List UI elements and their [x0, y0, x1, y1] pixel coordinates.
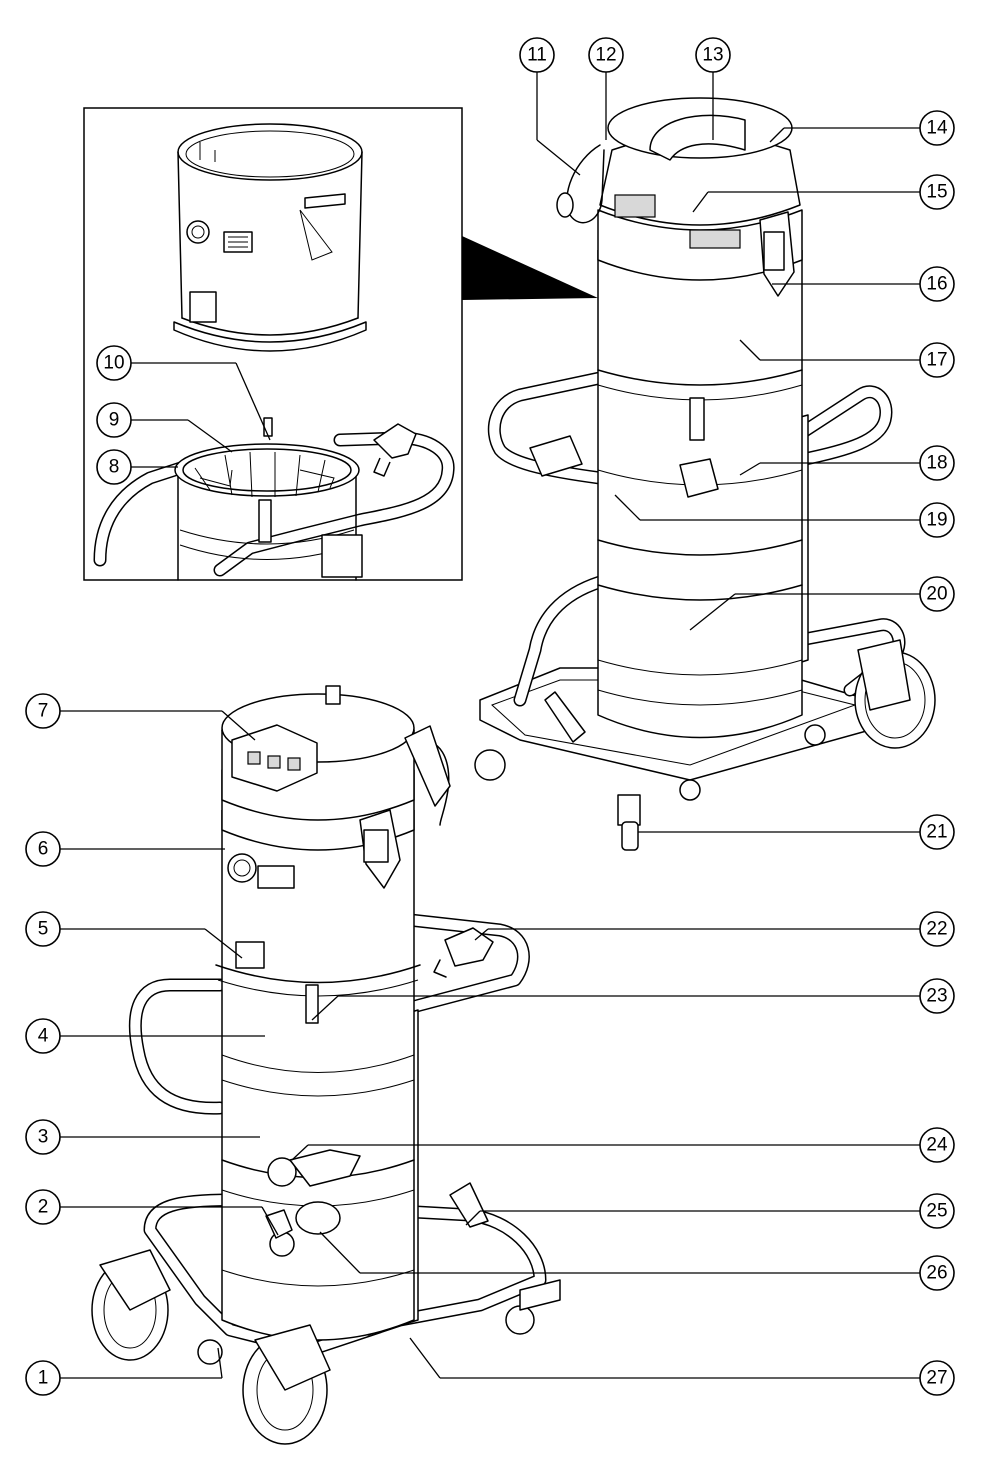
callout-11-label: 11 — [527, 45, 547, 66]
detached-filter-container — [173, 123, 367, 352]
callout-3-label: 3 — [38, 1127, 49, 1148]
vacuum-left-view — [91, 685, 561, 1445]
callout-22-label: 22 — [926, 919, 947, 940]
leader-lines — [43, 72, 920, 1379]
callout-26-label: 26 — [926, 1263, 947, 1284]
callout-8-label: 8 — [109, 457, 120, 478]
callout-14: 14 — [919, 110, 955, 146]
callout-23-label: 23 — [926, 986, 947, 1007]
callout-17: 17 — [919, 342, 955, 378]
callout-13-label: 13 — [702, 45, 723, 66]
callout-6-label: 6 — [38, 839, 49, 860]
callout-9-label: 9 — [109, 410, 120, 431]
callout-24: 24 — [919, 1127, 955, 1163]
inset-detail-view — [83, 107, 598, 581]
callout-2-label: 2 — [38, 1197, 49, 1218]
callout-18-label: 18 — [926, 453, 947, 474]
callout-16: 16 — [919, 266, 955, 302]
callout-5: 5 — [25, 911, 61, 947]
callout-19: 19 — [919, 502, 955, 538]
callout-25: 25 — [919, 1193, 955, 1229]
callout-16-label: 16 — [926, 274, 947, 295]
callout-12-label: 12 — [595, 45, 616, 66]
callout-26: 26 — [919, 1255, 955, 1291]
callout-10-label: 10 — [103, 353, 124, 374]
callout-22: 22 — [919, 911, 955, 947]
callout-3: 3 — [25, 1119, 61, 1155]
callout-4-label: 4 — [38, 1026, 49, 1047]
callout-20-label: 20 — [926, 584, 947, 605]
callout-15-label: 15 — [926, 182, 947, 203]
tank-with-filter-cage — [93, 417, 455, 581]
callout-6: 6 — [25, 831, 61, 867]
callout-13: 13 — [695, 37, 731, 73]
callout-4: 4 — [25, 1018, 61, 1054]
callout-27: 27 — [919, 1360, 955, 1396]
callout-19-label: 19 — [926, 510, 947, 531]
callout-7-label: 7 — [38, 701, 49, 722]
callout-8: 8 — [96, 449, 132, 485]
vacuum-right-view — [474, 97, 936, 851]
callout-21: 21 — [919, 814, 955, 850]
callout-25-label: 25 — [926, 1201, 947, 1222]
callout-14-label: 14 — [926, 118, 948, 139]
callout-15: 15 — [919, 174, 955, 210]
callout-27-label: 27 — [926, 1368, 947, 1389]
callout-23: 23 — [919, 978, 955, 1014]
callout-18: 18 — [919, 445, 955, 481]
callout-9: 9 — [96, 402, 132, 438]
callout-20: 20 — [919, 576, 955, 612]
callout-1: 1 — [25, 1360, 61, 1396]
callout-10: 10 — [96, 345, 132, 381]
callout-21-label: 21 — [926, 822, 947, 843]
callout-11: 11 — [519, 37, 555, 73]
callout-1-label: 1 — [38, 1368, 49, 1389]
callout-12: 12 — [588, 37, 624, 73]
callout-5-label: 5 — [38, 919, 49, 940]
callout-2: 2 — [25, 1189, 61, 1225]
callout-17-label: 17 — [926, 350, 947, 371]
callout-24-label: 24 — [926, 1135, 948, 1156]
callout-7: 7 — [25, 693, 61, 729]
